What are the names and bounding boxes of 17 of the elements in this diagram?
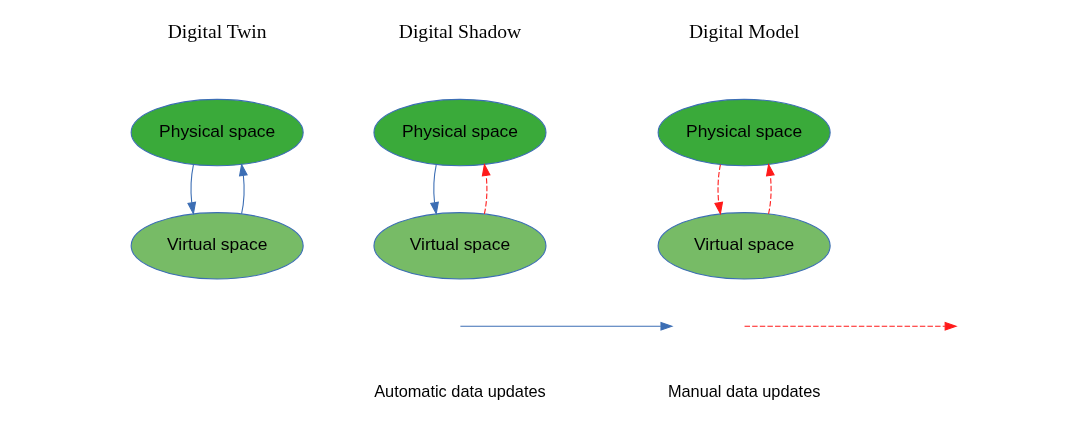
arrow xyxy=(765,162,775,214)
legend-label: Automatic data updates xyxy=(374,381,546,400)
node-ellipse: Physical space xyxy=(657,98,831,166)
node-ellipse: Virtual space xyxy=(657,211,831,280)
arrow xyxy=(238,162,248,214)
legend-label: Manual data updates xyxy=(667,381,821,400)
node-ellipse: Physical space xyxy=(130,98,304,166)
arrow xyxy=(481,162,491,214)
label: Digital Model xyxy=(688,20,800,42)
arrow xyxy=(429,163,439,215)
node-ellipse: Virtual space xyxy=(130,211,304,280)
node-ellipse: Virtual space xyxy=(373,211,547,280)
arrow xyxy=(187,163,197,215)
arrow xyxy=(714,163,724,215)
node-ellipse: Physical space xyxy=(373,98,547,166)
label: Digital Twin xyxy=(167,20,267,42)
label: Digital Shadow xyxy=(398,20,522,42)
